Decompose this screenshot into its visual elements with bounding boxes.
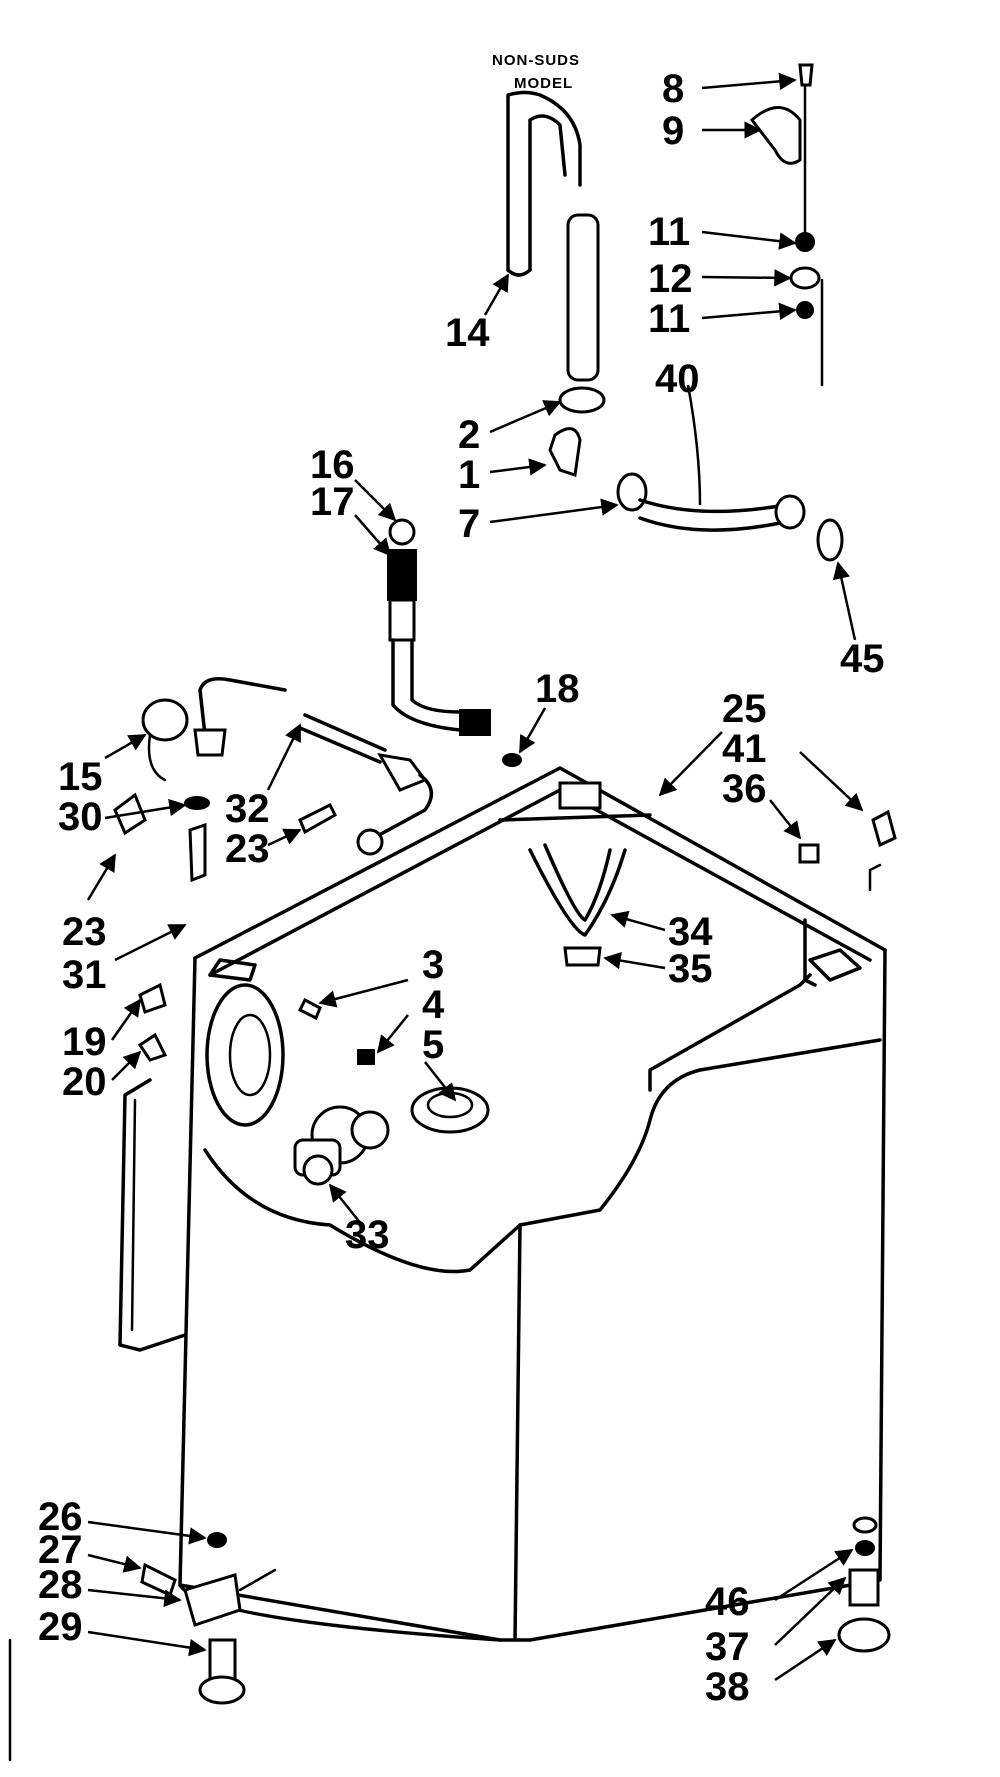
- inlet-hose-drawing: [387, 518, 522, 767]
- label-19: 19: [62, 1020, 107, 1064]
- label-40: 40: [655, 357, 700, 401]
- label-35: 35: [668, 947, 713, 991]
- label-4: 4: [422, 983, 445, 1027]
- left-top-parts-drawing: [113, 677, 434, 1062]
- label-46: 46: [705, 1580, 750, 1624]
- label-29: 29: [38, 1605, 83, 1649]
- tub-suspension-drawing: [498, 781, 652, 967]
- label-15: 15: [58, 755, 103, 799]
- label-41: 41: [722, 727, 767, 771]
- label-3: 3: [422, 943, 444, 987]
- label-28: 28: [38, 1563, 83, 1607]
- drain-hose-drawing: [506, 90, 844, 562]
- label-12: 12: [648, 257, 693, 301]
- top-right-parts-drawing: [749, 63, 824, 387]
- water-valve-drawing: [293, 997, 490, 1186]
- label-2: 2: [458, 413, 480, 457]
- label-5: 5: [422, 1023, 444, 1067]
- label-23-left: 23: [62, 910, 107, 954]
- label-32: 32: [225, 787, 270, 831]
- label-17: 17: [310, 480, 355, 524]
- label-18: 18: [535, 667, 580, 711]
- leader-arrows: [8, 72, 864, 1762]
- label-11-bottom: 11: [648, 297, 690, 341]
- label-33: 33: [345, 1213, 390, 1257]
- caption-line-1: NON-SUDS: [492, 52, 580, 69]
- label-7: 7: [458, 502, 480, 546]
- label-31: 31: [62, 953, 107, 997]
- label-16: 16: [310, 443, 355, 487]
- label-11-top: 11: [648, 210, 690, 254]
- label-34: 34: [668, 910, 713, 954]
- label-30: 30: [58, 795, 103, 839]
- part-labels: 8 9 11 12 11 40 14 2 1 7 45 16 17 18 25 …: [38, 67, 885, 1709]
- label-8: 8: [662, 67, 684, 111]
- label-20: 20: [62, 1060, 107, 1104]
- caption-line-2: MODEL: [514, 75, 573, 92]
- label-9: 9: [662, 109, 684, 153]
- label-25: 25: [722, 687, 767, 731]
- label-45: 45: [840, 637, 885, 681]
- label-36: 36: [722, 767, 767, 811]
- label-38: 38: [705, 1665, 750, 1709]
- right-small-parts-drawing: [798, 809, 897, 892]
- label-23-right: 23: [225, 827, 270, 871]
- cabinet-drawing: [118, 766, 887, 1642]
- label-37: 37: [705, 1625, 750, 1669]
- label-27: 27: [38, 1528, 83, 1572]
- label-14: 14: [445, 311, 490, 355]
- label-1: 1: [458, 453, 480, 497]
- label-26: 26: [38, 1495, 83, 1539]
